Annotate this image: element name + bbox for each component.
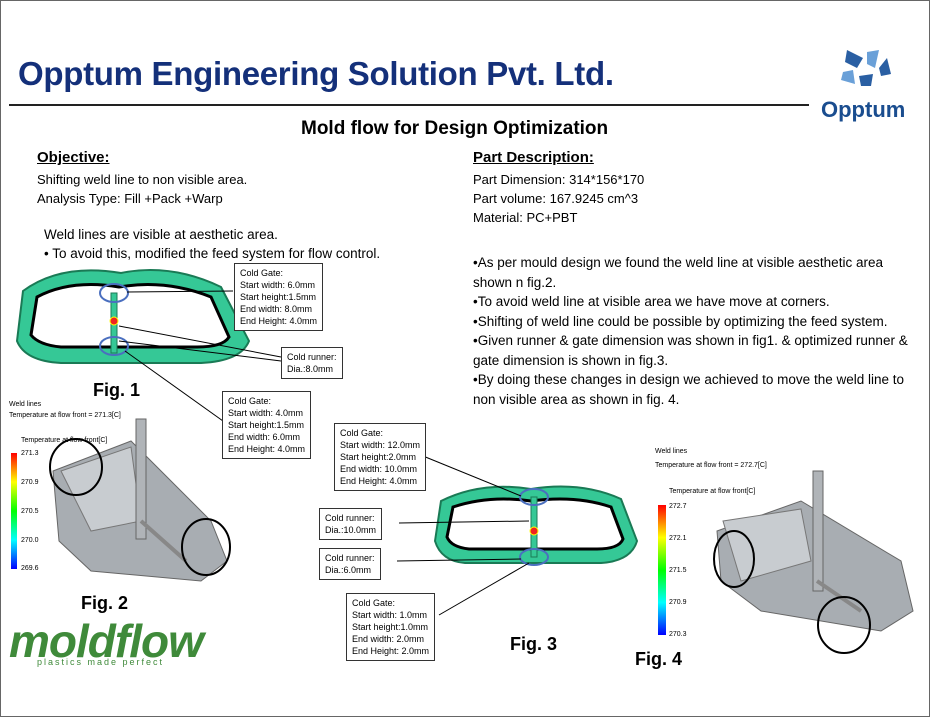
fig4-weld-label: Weld lines: [655, 448, 688, 455]
objective-heading: Objective:: [37, 149, 110, 166]
fig1-part-image: [15, 269, 251, 364]
part-heading: Part Description:: [473, 149, 594, 166]
moldflow-logo: moldflow: [9, 615, 204, 667]
fig2-label: Fig. 2: [81, 593, 129, 613]
fig3-part-image: [433, 485, 639, 566]
opptum-logo-icon: [841, 50, 891, 86]
bullet-item: •To avoid weld line at visible area we h…: [473, 294, 830, 309]
page-subtitle: Mold flow for Design Optimization: [301, 118, 609, 139]
fig4-tick: 272.1: [669, 535, 687, 542]
fig2-tick: 270.5: [21, 508, 39, 515]
company-title: Opptum Engineering Solution Pvt. Ltd.: [18, 55, 614, 92]
fig4-label: Fig. 4: [635, 649, 683, 669]
logo-text: Opptum: [821, 97, 906, 122]
fig4-temp-label: Temperature at flow front = 272.7[C]: [655, 462, 767, 469]
bullet-item: •As per mould design we found the weld l…: [473, 255, 883, 290]
fig2-tick: 270.9: [21, 479, 39, 486]
moldflow-tagline: plastics made perfect: [37, 657, 165, 667]
fig1-runner-box: Cold runner:Dia.:8.0mm: [281, 347, 343, 379]
fig2-tick: 270.0: [21, 537, 39, 544]
fig3-label: Fig. 3: [510, 634, 558, 654]
description-bullets: •As per mould design we found the weld l…: [473, 253, 913, 409]
part-dimension: Part Dimension: 314*156*170: [473, 172, 645, 187]
objective-line-1: Shifting weld line to non visible area.: [37, 172, 248, 187]
weld-note-1: Weld lines are visible at aesthetic area…: [44, 227, 278, 242]
title-divider: [9, 104, 809, 106]
fig4-tick: 270.9: [669, 599, 687, 606]
bullet-item: •Shifting of weld line could be possible…: [473, 313, 888, 329]
fig3-runner2-box: Cold runner:Dia.:6.0mm: [319, 548, 381, 580]
fig2-color-scale: [11, 453, 17, 569]
fig2-tick: 269.6: [21, 565, 39, 572]
fig4-tick: 272.7: [669, 503, 687, 510]
fig4-part-image: [713, 470, 914, 654]
fig2-legend-title: Temperature at flow front[C]: [21, 437, 108, 444]
fig4-color-scale: [658, 505, 666, 635]
part-volume: Part volume: 167.9245 cm^3: [473, 191, 639, 206]
weld-note-2: • To avoid this, modified the feed syste…: [44, 246, 381, 261]
fig3-runner1-box: Cold runner:Dia.:10.0mm: [319, 508, 383, 540]
fig2-tick: 271.3: [21, 450, 39, 457]
fig2-part-image: [49, 418, 231, 582]
bullet-item: •By doing these changes in design we ach…: [473, 372, 904, 407]
part-material: Material: PC+PBT: [473, 210, 578, 225]
fig4-legend-title: Temperature at flow front[C]: [669, 488, 756, 495]
fig1-label: Fig. 1: [93, 380, 141, 400]
fig2-temp-label: Temperature at flow front = 271.3[C]: [9, 412, 121, 419]
fig2-weld-label: Weld lines: [9, 401, 42, 408]
fig4-tick: 271.5: [669, 567, 687, 574]
bullet-item: •Given runner & gate dimension was shown…: [473, 333, 908, 368]
fig4-tick: 270.3: [669, 631, 687, 638]
objective-line-2: Analysis Type: Fill +Pack +Warp: [37, 191, 223, 206]
